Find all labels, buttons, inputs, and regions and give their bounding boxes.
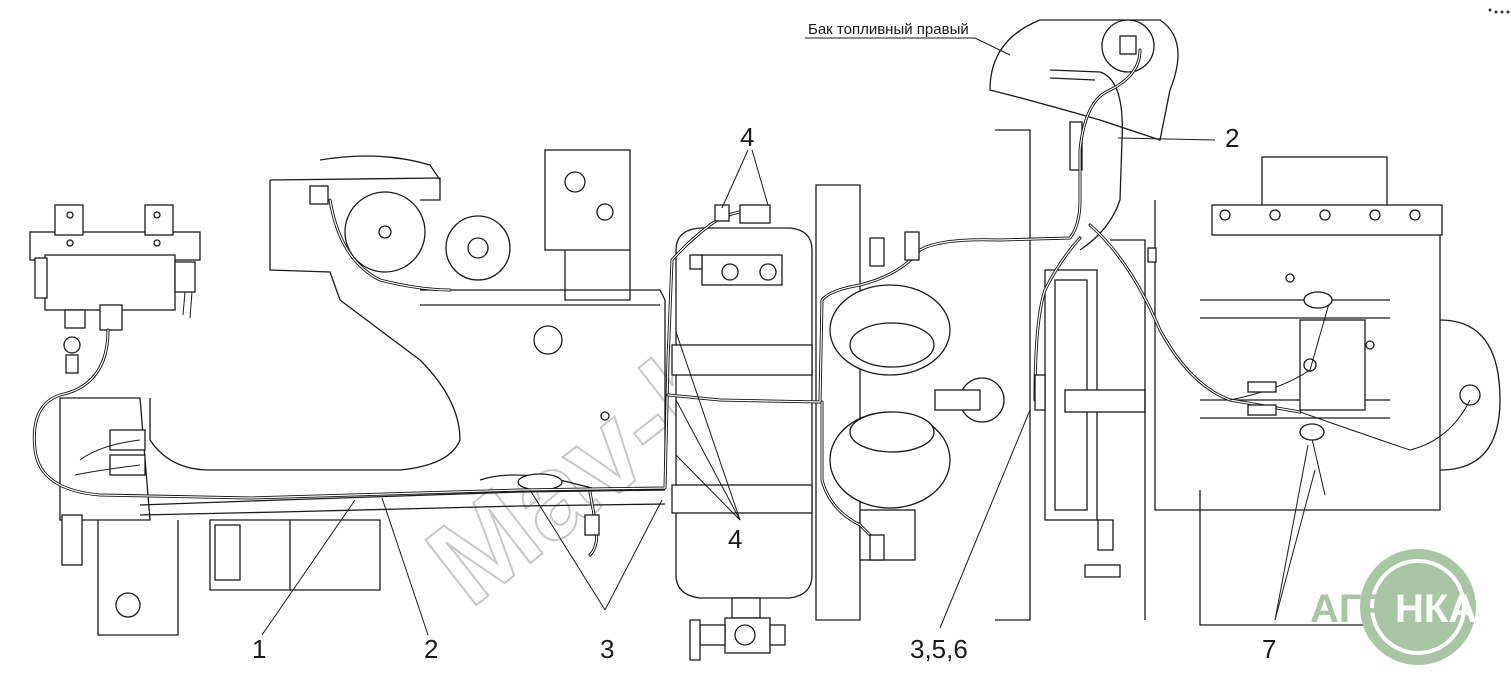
right-axle-block (1154, 156, 1501, 626)
logo-text-right: НКА (1395, 587, 1477, 631)
logo-ring (1370, 559, 1466, 655)
fuel-tank (989, 19, 1179, 251)
callout-1: 1 (252, 634, 266, 664)
fuel-tank-label: Бак топливный правый (808, 21, 969, 38)
agronka-logo: АГРО НКА (1310, 549, 1477, 665)
corner-dots (1488, 8, 1510, 14)
wire-harness (32, 48, 1471, 557)
callout-3-5-6: 3,5,6 (910, 634, 968, 664)
engine-block (149, 149, 666, 591)
connectors (584, 204, 1333, 561)
air-receiver (671, 184, 861, 661)
logo-circle (1360, 549, 1476, 665)
callout-2-bottom: 2 (424, 634, 438, 664)
leader-lines (261, 37, 1316, 636)
callout-3: 3 (600, 634, 614, 664)
callout-4-bottom: 4 (728, 524, 742, 554)
callout-2-top: 2 (1225, 123, 1239, 153)
left-control-block (29, 204, 201, 374)
callout-7: 7 (1262, 634, 1276, 664)
brake-chambers (829, 284, 1005, 561)
callout-4-top: 4 (740, 122, 754, 152)
logo-text-left: АГРО (1310, 587, 1419, 631)
radiator (995, 129, 1146, 621)
